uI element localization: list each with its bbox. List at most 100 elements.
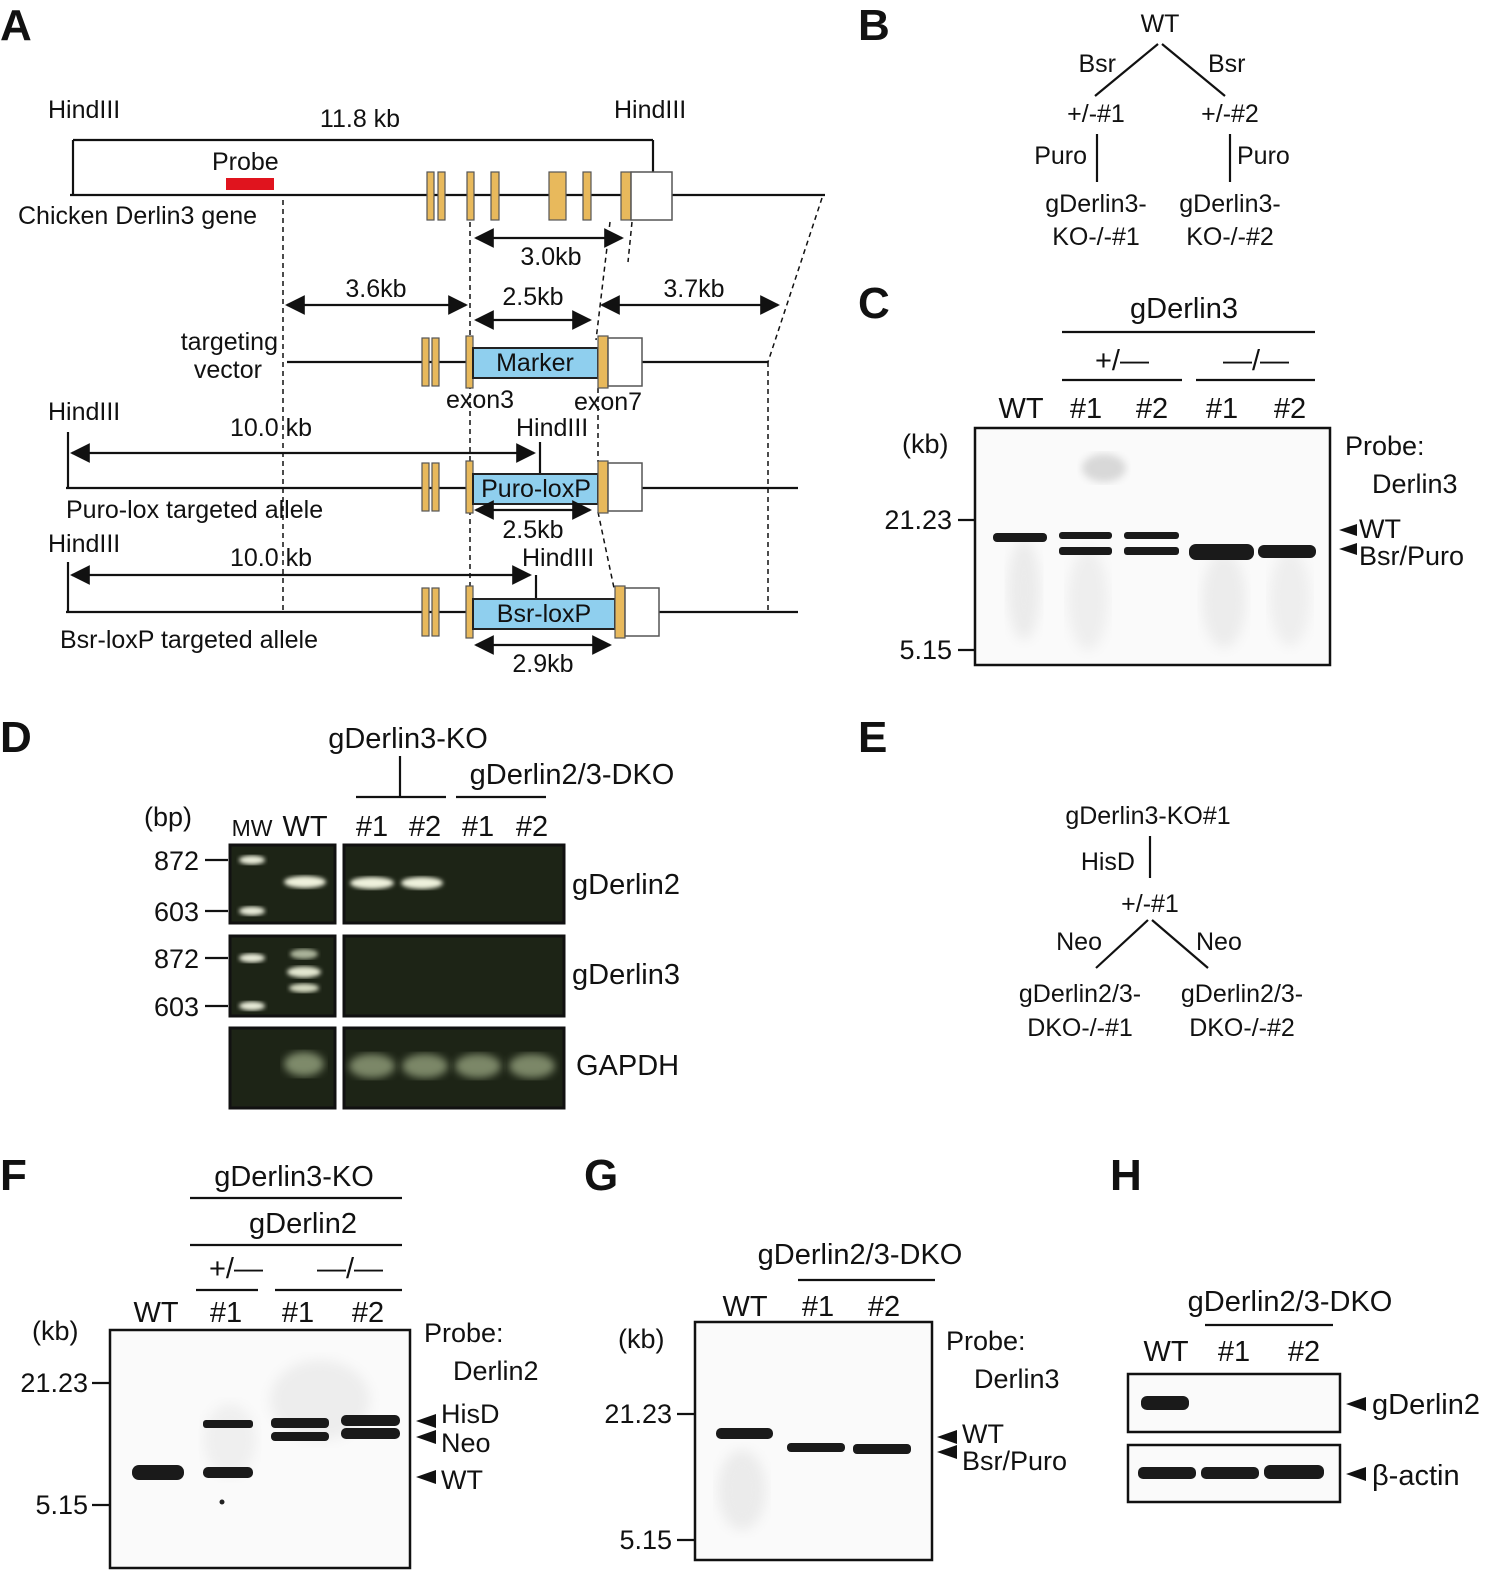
d-ko-header: gDerlin3-KO (328, 723, 488, 755)
tree-b-het2: +/-#2 (1201, 100, 1259, 128)
g-marker-21: 21.23 (604, 1399, 672, 1429)
g-probe-line2: Derlin3 (974, 1364, 1060, 1394)
tree-b-bsr-left: Bsr (1079, 50, 1117, 78)
f-kb-label: (kb) (32, 1316, 79, 1346)
tree-b-ko2-line1: gDerlin3- (1179, 190, 1280, 218)
targeting-label-2: vector (194, 356, 262, 384)
d-row-gderlin3: gDerlin3 (572, 959, 680, 991)
c-band-label-bsr: Bsr/Puro (1359, 541, 1464, 571)
c-band-het1-ko (1059, 547, 1112, 555)
c-lane-hom2: #2 (1274, 393, 1306, 425)
d-band-gderlin2-ko2 (401, 877, 443, 889)
g-band-dko1 (787, 1443, 845, 1452)
tree-b-puro-left: Puro (1034, 142, 1087, 170)
d-lane-dko1: #1 (462, 811, 494, 843)
d-row-gderlin2: gDerlin2 (572, 869, 680, 901)
f-probe-line1: Probe: (424, 1318, 504, 1348)
f-marker-21: 21.23 (20, 1368, 88, 1398)
gene-label: Chicken Derlin3 gene (18, 202, 257, 230)
c-lane-wt: WT (998, 393, 1043, 425)
panel-a-label: A (0, 1, 32, 50)
tree-b-het1: +/-#1 (1067, 100, 1125, 128)
c-kb-label: (kb) (902, 429, 949, 459)
c-band-het2-wt (1124, 532, 1179, 539)
h-band-actin-dko2 (1264, 1465, 1324, 1479)
dist-2-5kb-puro: 2.5kb (502, 516, 563, 544)
h-row-actin: β-actin (1372, 1460, 1460, 1492)
d-band-gderlin2-ko1 (350, 877, 394, 889)
d-band-gderlin3-wt (287, 966, 321, 978)
exon7-utr-box (630, 171, 673, 221)
dist-2-5kb: 2.5kb (502, 283, 563, 311)
puro-loxp-label: Puro-loxP (481, 475, 591, 503)
g-lane-dko1: #1 (802, 1291, 834, 1323)
f-arrow-wt (416, 1470, 436, 1484)
c-arrow-wt (1339, 524, 1357, 536)
c-band-hom2 (1258, 545, 1316, 558)
g-arrow-bsr (937, 1445, 957, 1459)
tree-e-dko2-line2: DKO-/-#2 (1189, 1014, 1295, 1042)
probe-label: Probe (212, 148, 279, 176)
c-arrow-bsr (1339, 543, 1357, 555)
marker-label: Marker (496, 349, 574, 377)
h-arrow-gderlin2 (1346, 1397, 1366, 1411)
f-southern-blot (108, 1328, 412, 1570)
hindiii-label-2: HindIII (614, 96, 686, 124)
g-lane-dko2: #2 (868, 1291, 900, 1323)
h-lane-dko1: #1 (1218, 1336, 1250, 1368)
panel-e-label: E (858, 713, 887, 762)
f-band-label-neo: Neo (441, 1428, 491, 1458)
f-band-label-wt: WT (441, 1465, 483, 1495)
tree-b-root: WT (1141, 10, 1180, 38)
c-band-het1-wt (1059, 532, 1112, 539)
f-probe-line2: Derlin2 (453, 1356, 539, 1386)
c-het-label: +/— (1095, 345, 1149, 377)
d-lane-ko2: #2 (409, 811, 441, 843)
h-arrow-actin (1346, 1467, 1366, 1481)
d-band-gapdh-dko2 (509, 1054, 555, 1078)
panel-f-label: F (0, 1151, 27, 1200)
d-marker-872-a: 872 (154, 846, 199, 876)
panel-f: F gDerlin3-KO gDerlin2 +/— —/— WT #1 #1 … (0, 1151, 539, 1570)
c-hom-label: —/— (1223, 345, 1289, 377)
f-band-label-hisd: HisD (441, 1399, 500, 1429)
tree-e-dko1-line1: gDerlin2/3- (1019, 980, 1141, 1008)
d-band-gapdh-ko1 (349, 1054, 395, 1078)
f-arrow-neo (416, 1430, 436, 1444)
hindiii-label-6: HindIII (522, 544, 594, 572)
f-lane-hom2: #2 (352, 1297, 384, 1329)
tree-b-ko1-line1: gDerlin3- (1045, 190, 1146, 218)
hindiii-label-1: HindIII (48, 96, 120, 124)
tree-b-ko1-line2: KO-/-#1 (1052, 223, 1140, 251)
g-kb-label: (kb) (618, 1324, 665, 1354)
f-header-1: gDerlin3-KO (214, 1161, 374, 1193)
h-band-actin-dko1 (1201, 1467, 1259, 1479)
g-marker-5: 5.15 (619, 1525, 672, 1555)
d-lane-wt: WT (282, 811, 327, 843)
h-lane-wt: WT (1143, 1336, 1188, 1368)
tree-b-puro-right: Puro (1237, 142, 1290, 170)
c-probe-line1: Probe: (1345, 431, 1425, 461)
h-header: gDerlin2/3-DKO (1188, 1286, 1393, 1318)
bsr-loxp-cassette (472, 598, 616, 630)
hindiii-label-3: HindIII (48, 398, 120, 426)
exon-box (426, 171, 435, 221)
targeting-label-1: targeting (181, 328, 278, 356)
hindiii-label-5: HindIII (48, 530, 120, 558)
f-band-wt (132, 1465, 184, 1480)
f-band-hom1-neo (271, 1432, 329, 1441)
size-11-8kb: 11.8 kb (320, 105, 400, 133)
g-probe-line1: Probe: (946, 1326, 1026, 1356)
size-10-0kb-bsr: 10.0 kb (230, 544, 312, 572)
d-gel-row2-right (342, 934, 566, 1018)
d-bp-label: (bp) (144, 802, 192, 832)
c-band-het2-ko (1124, 547, 1179, 555)
panel-g: G gDerlin2/3-DKO WT #1 #2 (kb) 21.23 5.1… (584, 1151, 1067, 1562)
c-lane-het1: #1 (1070, 393, 1102, 425)
panel-g-label: G (584, 1151, 618, 1200)
tree-b-ko2-line2: KO-/-#2 (1186, 223, 1274, 251)
d-band-gapdh-ko2 (402, 1054, 448, 1078)
c-band-hom1 (1189, 544, 1254, 560)
c-lane-het2: #2 (1136, 393, 1168, 425)
c-probe-line2: Derlin3 (1372, 469, 1458, 499)
